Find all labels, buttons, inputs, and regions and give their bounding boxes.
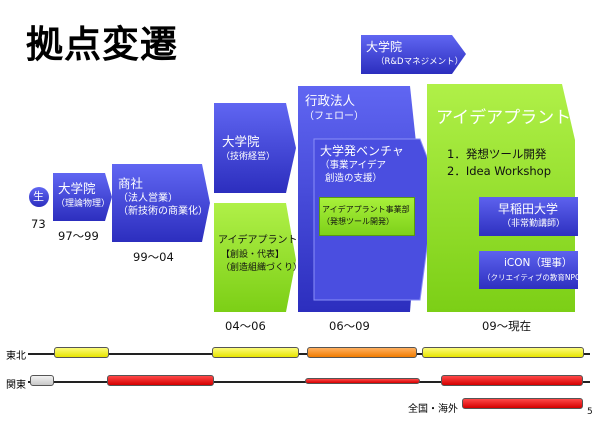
ideaplant-division-box <box>319 197 415 236</box>
ideaplant2-title: アイデアプラント <box>436 108 572 128</box>
grad1-period: 97〜99 <box>58 229 99 243</box>
birth-badge: 生 <box>33 190 44 203</box>
tohoku-bar-3 <box>307 347 417 358</box>
shosha-period: 99〜04 <box>133 250 174 264</box>
waseda-box <box>479 197 578 236</box>
page-title: 拠点変遷 <box>26 22 178 66</box>
icon-npo-title: iCON（理事） <box>504 257 573 269</box>
row-label-global: 全国・海外 <box>408 404 458 415</box>
page-number: 5 <box>587 407 593 417</box>
row-label-kanto: 関東 <box>6 380 26 391</box>
ideaplant2-item1: 1．発想ツール開発 <box>447 147 547 161</box>
ideaplant-division-sub: （発想ツール開発） <box>322 217 394 226</box>
grad1-title: 大学院 <box>58 181 96 196</box>
birth-circle <box>29 187 49 207</box>
tohoku-bar-1 <box>54 347 109 358</box>
kanto-bar-2 <box>107 375 214 386</box>
grad3-title: 大学院 <box>366 40 403 54</box>
gyosei-title: 行政法人 <box>305 93 356 108</box>
ideaplant1-block <box>214 203 296 312</box>
grad3-sub: （R&Dマネジメント） <box>376 57 464 67</box>
venture-sub2: 創造の支援） <box>325 173 383 184</box>
ideaplant1-sub1: 【創設・代表】 <box>221 250 285 260</box>
global-bar <box>462 398 583 409</box>
ideaplant-division-title: アイデアプラント事業部 <box>322 205 410 214</box>
grad2-title: 大学院 <box>222 134 260 149</box>
birth-year: 73 <box>31 217 46 231</box>
grad2-block <box>214 103 296 193</box>
ideaplant2-item2: 2．Idea Workshop <box>447 164 552 178</box>
grad2-sub: （技術経営） <box>221 152 276 162</box>
waseda-title: 早稲田大学 <box>498 202 559 216</box>
tohoku-bar-2 <box>212 347 299 358</box>
tohoku-bar-4 <box>422 347 584 358</box>
icon-npo-box <box>479 251 578 289</box>
ideaplant1-title: アイデアプラント <box>218 235 298 246</box>
venture-title: 大学発ベンチャ <box>320 144 404 158</box>
grad3-block <box>361 35 466 74</box>
ideaplant1-period: 04〜06 <box>225 319 266 333</box>
shosha-sub1: （法人営業） <box>118 193 178 204</box>
icon-npo-sub: （クリエイティブの教育NPO） <box>483 273 589 282</box>
ideaplant1-sub2: （創造組織づくり） <box>221 263 303 273</box>
grad1-block <box>53 173 112 221</box>
ideaplant2-period: 09〜現在 <box>482 319 532 333</box>
grad1-sub: （理論物理） <box>56 199 111 209</box>
venture-sub1: （事業アイデア <box>320 160 387 171</box>
kanto-bar-4 <box>441 375 583 386</box>
row-label-tohoku: 東北 <box>6 351 26 362</box>
shosha-sub2: （新技術の商業化） <box>118 206 208 217</box>
shosha-title: 商社 <box>118 176 144 191</box>
shosha-block <box>112 164 210 242</box>
gyosei-sub: （フェロー） <box>304 111 364 122</box>
gyosei-period: 06〜09 <box>329 319 370 333</box>
kanto-bar-3 <box>305 378 420 384</box>
waseda-sub: （非常勤講師） <box>502 219 566 229</box>
kanto-bar-1 <box>30 375 54 386</box>
